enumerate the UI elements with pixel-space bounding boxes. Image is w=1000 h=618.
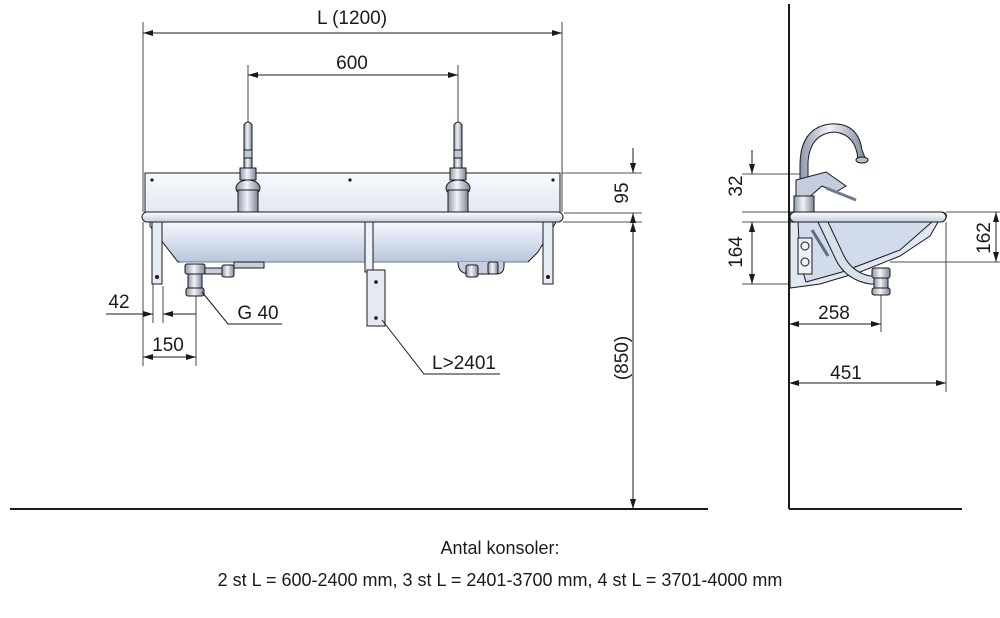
dim-floor-height: (850) bbox=[612, 336, 633, 380]
dim-rim-height: 162 bbox=[974, 222, 995, 254]
tap-right bbox=[445, 121, 471, 213]
dim-tap-spacing: 600 bbox=[336, 53, 368, 74]
label-drain-size: G 40 bbox=[237, 303, 278, 324]
splashback bbox=[144, 172, 561, 214]
side-tap bbox=[793, 123, 869, 213]
notes-text: 2 st L = 600-2400 mm, 3 st L = 2401-3700… bbox=[217, 570, 783, 590]
dim-drain-projection: 258 bbox=[818, 303, 850, 324]
dim-total-depth: 451 bbox=[830, 363, 862, 384]
side-view bbox=[742, 4, 1000, 510]
basin-bowl bbox=[149, 221, 557, 263]
bracket-right bbox=[542, 221, 554, 285]
dim-bowl-depth: 164 bbox=[726, 236, 747, 268]
dim-bracket-offset: 42 bbox=[108, 292, 129, 313]
front-view bbox=[10, 22, 708, 510]
tap-left bbox=[235, 121, 261, 213]
dim-splashback-height: 95 bbox=[612, 182, 633, 203]
label-bracket-note: L>2401 bbox=[432, 353, 496, 374]
dim-drain-offset: 150 bbox=[152, 335, 184, 356]
bracket-left bbox=[151, 221, 163, 285]
dim-tap-rise: 32 bbox=[726, 175, 747, 196]
side-piping bbox=[797, 221, 891, 296]
drain-left bbox=[184, 261, 265, 297]
notes-heading: Antal konsoler: bbox=[440, 538, 560, 558]
basin-rim bbox=[141, 211, 564, 223]
drain-right bbox=[457, 261, 505, 278]
bracket-center bbox=[364, 221, 374, 273]
dim-overall-length: L (1200) bbox=[317, 8, 387, 29]
